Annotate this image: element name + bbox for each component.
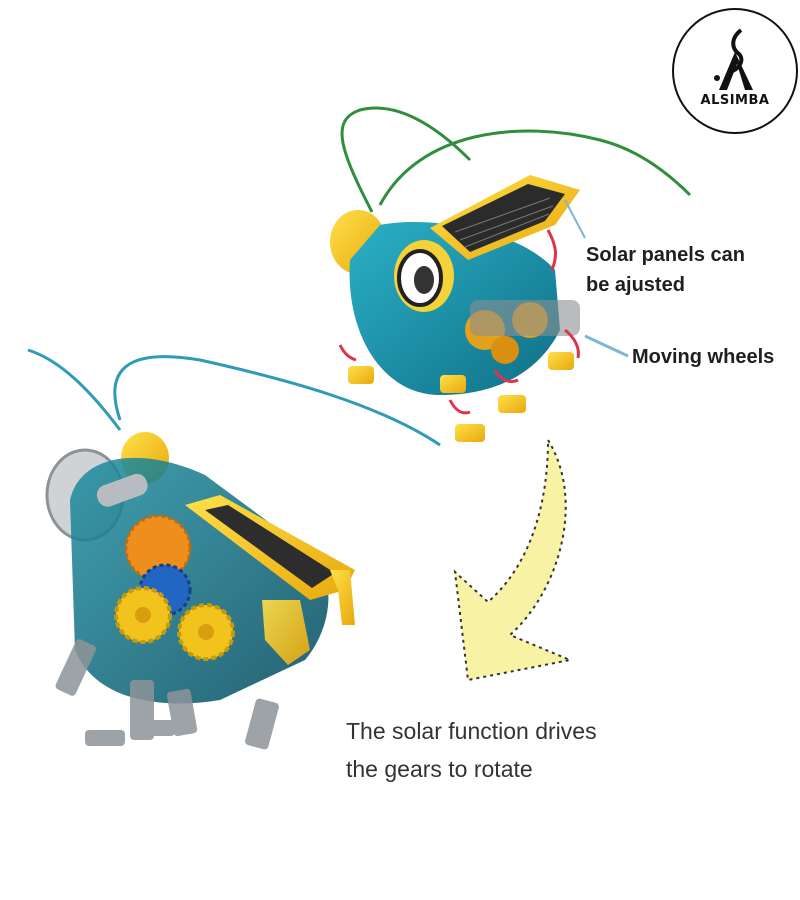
logo-wordmark: ALSIMBA	[700, 93, 770, 108]
gear-caption: The solar function drives the gears to r…	[346, 712, 597, 788]
caption-line2: the gears to rotate	[346, 756, 533, 782]
motion-arrows	[338, 229, 580, 415]
caption-line1: The solar function drives	[346, 718, 597, 744]
body-clip	[262, 600, 310, 665]
antenna-right	[113, 355, 441, 447]
gear-hub	[198, 624, 214, 640]
solar-leader-line	[564, 199, 586, 239]
solar-callout-line1: Solar panels can	[586, 244, 745, 266]
direction-arrow	[453, 436, 574, 682]
moving-wheels-callout: Moving wheels	[632, 342, 774, 372]
robot-legs	[55, 639, 279, 750]
tail-hook	[330, 570, 355, 625]
eye-pupil	[414, 266, 434, 294]
assembled-robot	[330, 106, 692, 442]
solar-panel-callout: Solar panels can be ajusted	[586, 240, 745, 300]
antenna-right	[378, 129, 692, 206]
cutaway-robot	[27, 348, 441, 750]
motor	[96, 473, 148, 507]
logo-mark-icon	[714, 28, 753, 90]
antenna-left	[27, 348, 122, 431]
wheels-callout-text: Moving wheels	[632, 346, 775, 368]
brand-logo: ALSIMBA	[672, 8, 798, 134]
solar-panel-cells	[205, 505, 335, 588]
gear-hub	[135, 607, 151, 623]
gear-wheels	[465, 300, 580, 364]
antenna-left	[340, 106, 472, 213]
solar-callout-line2: be ajusted	[586, 274, 685, 296]
solar-cell-grid	[454, 197, 554, 248]
robot-feet	[348, 352, 574, 442]
wheels-leader-line	[584, 334, 629, 358]
